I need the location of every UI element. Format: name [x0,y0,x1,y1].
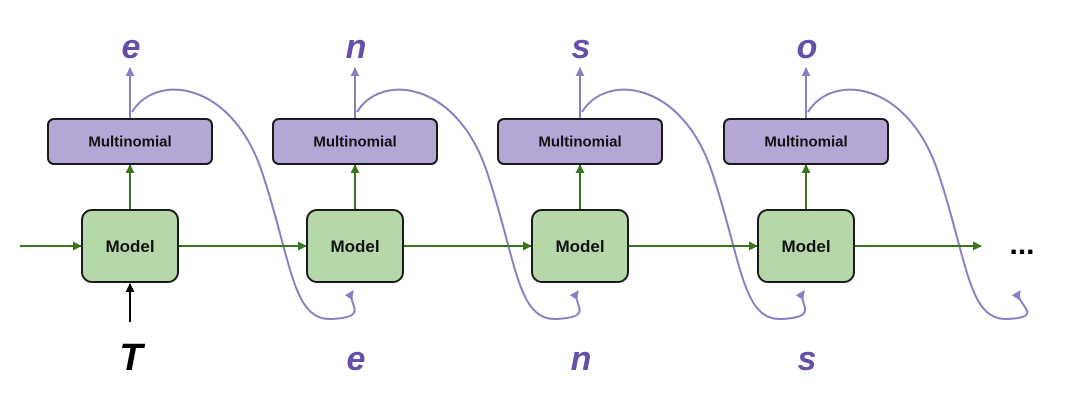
sampled-char-feedback-curve [131,88,356,321]
input-char: T [119,337,145,379]
model-box [531,209,629,283]
sampled-char-feedback-curve [356,88,581,321]
model-box [306,209,404,283]
multinomial-label: Multinomial [88,134,171,151]
model-label: Model [105,237,154,256]
input-char: s [798,340,817,378]
letters-layer: MultinomialModeleTMultinomialModelneMult… [88,28,847,379]
output-char: s [572,28,591,66]
multinomial-box [47,118,213,165]
model-label: Model [555,237,604,256]
model-box [757,209,855,283]
multinomial-box [723,118,889,165]
sampled-char-feedback-curve [807,88,1029,321]
model-box [81,209,179,283]
continuation-ellipsis: ... [1009,228,1034,261]
input-char: e [347,340,366,378]
multinomial-box [497,118,663,165]
multinomial-box [272,118,438,165]
arrows-layer [20,67,982,322]
sampled-char-feedback-curve [581,88,806,321]
multinomial-label: Multinomial [764,134,847,151]
multinomial-label: Multinomial [538,134,621,151]
feedback-curves-layer [131,88,1029,321]
output-char: o [797,28,818,66]
multinomial-label: Multinomial [313,134,396,151]
output-char: e [122,28,141,66]
input-char: n [571,340,592,378]
model-label: Model [781,237,830,256]
model-label: Model [330,237,379,256]
output-char: n [346,28,367,66]
boxes-layer [47,118,889,283]
